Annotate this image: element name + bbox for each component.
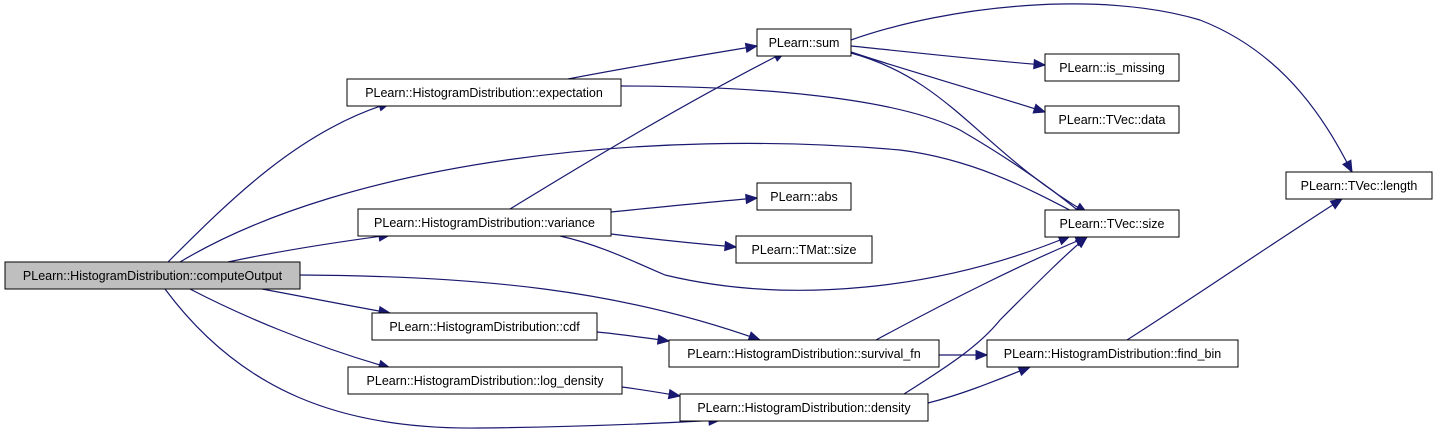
edge-computeOutput-to-log_density	[189, 288, 392, 370]
node-label: PLearn::HistogramDistribution::survival_…	[687, 347, 920, 361]
edge-sum-to-is_missing	[850, 45, 1047, 70]
node-label: PLearn::HistogramDistribution::log_densi…	[367, 374, 605, 388]
edge-line	[509, 51, 786, 210]
call-edges	[164, 3, 1353, 429]
node-density[interactable]: PLearn::HistogramDistribution::density	[679, 393, 929, 422]
edge-arrowhead	[747, 331, 762, 342]
edge-line	[559, 235, 1071, 291]
edge-computeOutput-to-density	[164, 288, 722, 429]
edge-line	[850, 45, 1046, 66]
edge-survival_fn-to-tvec_size	[875, 236, 1089, 341]
edge-arrowhead	[724, 240, 738, 252]
node-sum[interactable]: PLearn::sum	[756, 28, 852, 57]
edge-find_bin-to-tvec_length	[1126, 198, 1344, 341]
edge-density-to-find_bin	[927, 366, 1032, 404]
edge-sum-to-tvec_length	[850, 3, 1353, 174]
edge-computeOutput-to-expectation	[167, 101, 392, 263]
node-compute-output[interactable]: PLearn::HistogramDistribution::computeOu…	[4, 261, 301, 290]
edge-arrowhead	[1342, 159, 1353, 174]
edge-computeOutput-to-variance	[227, 231, 392, 263]
edge-density-to-tvec_size	[903, 236, 1089, 395]
node-tvec-data[interactable]: PLearn::TVec::data	[1044, 105, 1180, 134]
node-label: PLearn::HistogramDistribution::cdf	[389, 320, 580, 334]
edge-expectation-to-tvec_size	[620, 85, 1089, 219]
node-tvec-length[interactable]: PLearn::TVec::length	[1285, 171, 1433, 200]
node-tvec-size[interactable]: PLearn::TVec::size	[1044, 209, 1180, 238]
edge-line	[179, 142, 1088, 263]
edge-line	[299, 274, 761, 341]
node-variance[interactable]: PLearn::HistogramDistribution::variance	[357, 208, 612, 237]
node-label: PLearn::HistogramDistribution::density	[697, 401, 911, 415]
edge-line	[610, 197, 758, 213]
node-label: PLearn::HistogramDistribution::variance	[374, 216, 595, 230]
edge-arrowhead	[1033, 58, 1047, 70]
node-label: PLearn::HistogramDistribution::computeOu…	[23, 269, 283, 283]
edge-line	[567, 45, 758, 80]
node-cdf[interactable]: PLearn::HistogramDistribution::cdf	[371, 312, 598, 341]
edge-sum-to-tvec_data	[850, 51, 1047, 114]
node-label: PLearn::HistogramDistribution::expectati…	[365, 86, 603, 100]
node-expectation[interactable]: PLearn::HistogramDistribution::expectati…	[346, 78, 622, 107]
edge-arrowhead	[1329, 198, 1344, 210]
edge-variance-to-sum	[509, 51, 787, 210]
edge-line	[164, 288, 721, 429]
edge-arrowhead	[745, 193, 759, 205]
edge-line	[850, 3, 1353, 173]
edge-variance-to-tmat_size	[610, 233, 738, 252]
edge-line	[903, 236, 1088, 395]
edge-arrowhead	[1074, 236, 1089, 249]
edge-cdf-to-survival_fn	[596, 331, 671, 345]
node-label: PLearn::TVec::data	[1058, 113, 1165, 127]
edge-log_density-to-density	[621, 386, 682, 400]
edge-computeOutput-to-survival_fn	[299, 274, 762, 342]
node-find-bin[interactable]: PLearn::HistogramDistribution::find_bin	[986, 339, 1239, 368]
edge-arrowhead	[975, 349, 989, 361]
edge-variance-to-abs	[610, 193, 759, 213]
node-tmat-size[interactable]: PLearn::TMat::size	[735, 235, 873, 264]
node-label: PLearn::TVec::length	[1301, 179, 1418, 193]
edge-line	[620, 85, 1088, 219]
edge-line	[875, 236, 1088, 341]
node-label: PLearn::TVec::size	[1060, 217, 1165, 231]
edge-arrowhead	[656, 334, 671, 345]
edge-arrowhead	[667, 388, 682, 400]
node-label: PLearn::abs	[770, 190, 837, 204]
node-label: PLearn::is_missing	[1059, 61, 1165, 75]
edge-line	[1126, 198, 1343, 341]
edge-arrowhead	[1032, 103, 1047, 114]
node-abs[interactable]: PLearn::abs	[756, 182, 852, 211]
edge-expectation-to-sum	[567, 42, 759, 80]
edge-line	[167, 102, 391, 263]
edge-line	[850, 52, 1088, 214]
edge-line	[227, 234, 391, 263]
node-log-density[interactable]: PLearn::HistogramDistribution::log_densi…	[347, 366, 623, 395]
edge-computeOutput-to-cdf	[261, 288, 392, 317]
node-survival-fn[interactable]: PLearn::HistogramDistribution::survival_…	[668, 339, 940, 368]
edge-line	[261, 288, 391, 314]
edge-arrowhead	[744, 42, 759, 54]
node-is-missing[interactable]: PLearn::is_missing	[1044, 53, 1180, 82]
edge-computeOutput-to-tvec_size	[179, 142, 1089, 263]
node-label: PLearn::HistogramDistribution::find_bin	[1004, 347, 1222, 361]
edge-line	[189, 288, 391, 369]
edge-line	[610, 233, 737, 248]
edge-line	[850, 51, 1046, 113]
node-label: PLearn::TMat::size	[752, 243, 857, 257]
edge-arrowhead	[1017, 366, 1032, 377]
node-label: PLearn::sum	[769, 36, 840, 50]
edge-line	[927, 366, 1031, 404]
